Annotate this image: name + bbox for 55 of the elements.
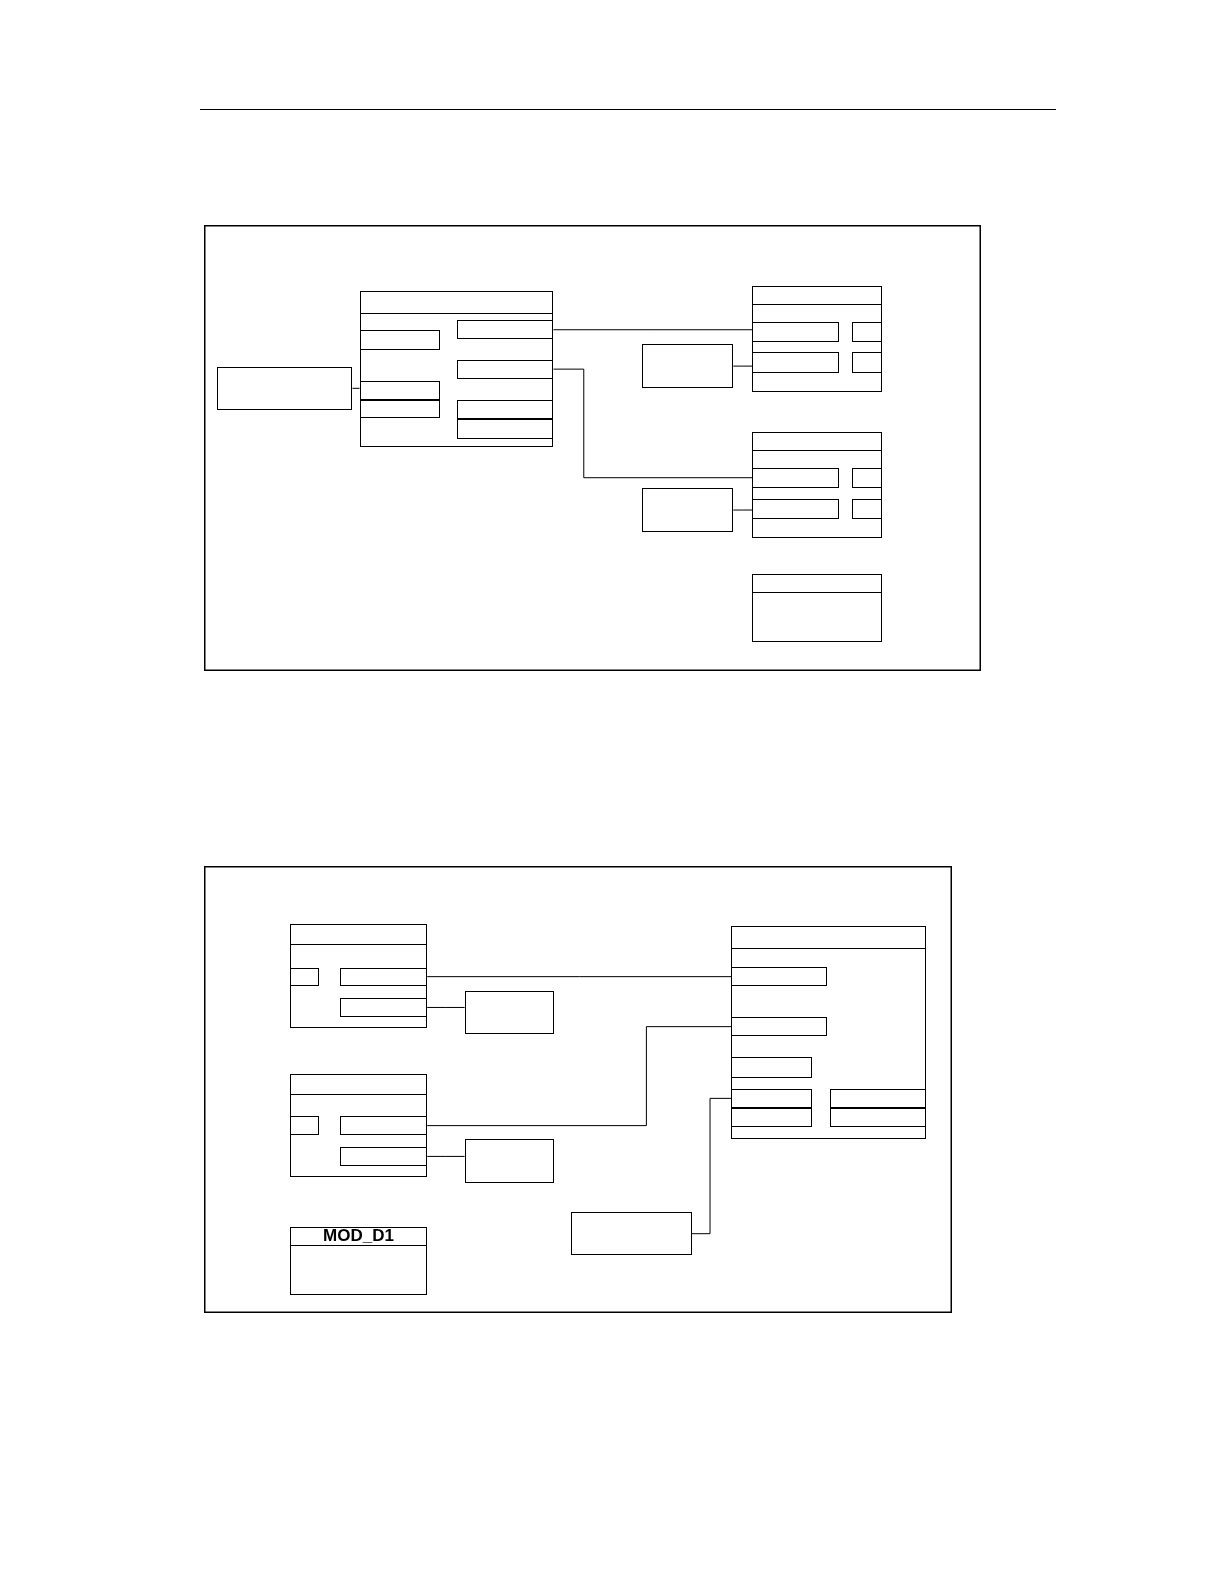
function-block [752,573,882,643]
pin-box [340,1116,428,1136]
pin-box [340,1147,428,1166]
signal-box [217,366,353,411]
connector-line [426,976,732,978]
pin-box [752,467,840,488]
pin-box [731,1107,813,1128]
pin-box [752,498,840,520]
pin-box [852,498,882,520]
function-block [752,432,882,539]
signal-box [464,990,555,1035]
connector-line [426,1026,732,1127]
signal-box [464,1139,555,1183]
signal-box [570,1212,692,1256]
pin-box [731,1088,813,1108]
connector-line [732,365,753,367]
connector-line [351,387,361,389]
pin-box [731,966,828,986]
pin-box [852,467,882,488]
function-block [289,1227,428,1295]
connector-line [552,329,753,331]
pin-box [830,1107,927,1128]
pin-box [289,967,320,986]
pin-box [289,1116,320,1136]
connector-line [426,1155,466,1157]
connector-line [552,368,753,479]
pin-box [852,352,882,373]
pin-box [852,322,882,343]
pin-box [752,322,840,343]
pin-box [456,320,554,340]
signal-box [642,487,734,533]
function-block [359,290,554,448]
function-block [752,285,882,392]
pin-box [456,419,554,440]
connector-line [691,1097,732,1235]
diagram-frame [204,225,981,671]
block-title: MOD_D1 [323,1226,394,1246]
connector-line [732,509,753,511]
pin-box [359,330,441,351]
diagram-frame [204,865,953,1313]
connector-line [426,1006,466,1008]
function-block [289,1073,428,1177]
pin-box [456,359,554,379]
pin-box [731,1057,813,1078]
pin-box [340,997,428,1018]
function-block [289,924,428,1029]
pin-box [359,399,441,419]
function-block [731,926,927,1140]
pin-box [359,380,441,400]
pin-box [731,1017,828,1037]
pin-box [456,399,554,420]
pin-box [752,352,840,373]
pin-box [340,967,428,986]
signal-box [642,344,734,388]
pin-box [830,1088,927,1108]
